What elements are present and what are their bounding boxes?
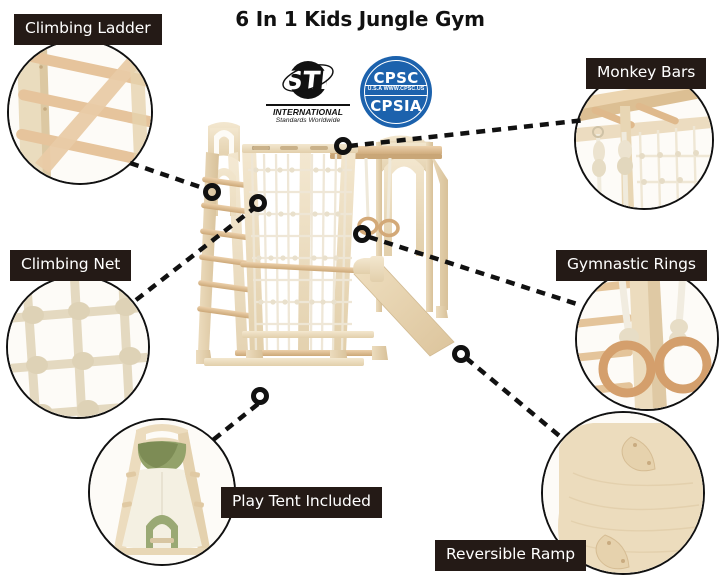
callout-label-climbing-ladder[interactable]: Climbing Ladder bbox=[14, 14, 162, 45]
detail-circle-climbing-net[interactable] bbox=[6, 275, 150, 419]
climbing-net-photo bbox=[8, 277, 148, 417]
astm-international-text: INTERNATIONAL bbox=[266, 104, 350, 117]
detail-circle-play-tent[interactable] bbox=[88, 418, 236, 566]
page-title: 6 In 1 Kids Jungle Gym bbox=[235, 7, 485, 31]
cpsc-bar bbox=[365, 85, 427, 96]
cpsc-line1: CPSC bbox=[373, 69, 419, 87]
detail-circle-gymnastic-rings[interactable] bbox=[575, 267, 719, 411]
detail-circle-climbing-ladder[interactable] bbox=[7, 39, 153, 185]
callout-label-climbing-net[interactable]: Climbing Net bbox=[10, 250, 132, 281]
astm-tagline: Standards Worldwide bbox=[275, 117, 341, 124]
detail-circle-monkey-bars[interactable] bbox=[574, 70, 714, 210]
callout-label-reversible-ramp[interactable]: Reversible Ramp bbox=[435, 540, 587, 571]
cpsc-line3: CPSIA bbox=[370, 97, 422, 115]
jungle-gym-illustration bbox=[196, 122, 455, 366]
gymnastic-rings-photo bbox=[577, 269, 717, 409]
play-tent-photo bbox=[90, 420, 234, 564]
cpsc-line2: U.S.A WWW.CPSC.US bbox=[366, 86, 426, 92]
monkey-bars-photo bbox=[576, 72, 712, 208]
product-image bbox=[180, 118, 480, 403]
callout-label-gymnastic-rings[interactable]: Gymnastic Rings bbox=[556, 250, 707, 281]
callout-label-monkey-bars[interactable]: Monkey Bars bbox=[586, 58, 707, 89]
climbing-ladder-photo bbox=[9, 41, 151, 183]
astm-globe-icon: ASTM bbox=[280, 61, 336, 99]
astm-logo: ASTM INTERNATIONAL Standards Worldwide bbox=[266, 54, 350, 132]
callout-label-play-tent[interactable]: Play Tent Included bbox=[221, 487, 382, 518]
